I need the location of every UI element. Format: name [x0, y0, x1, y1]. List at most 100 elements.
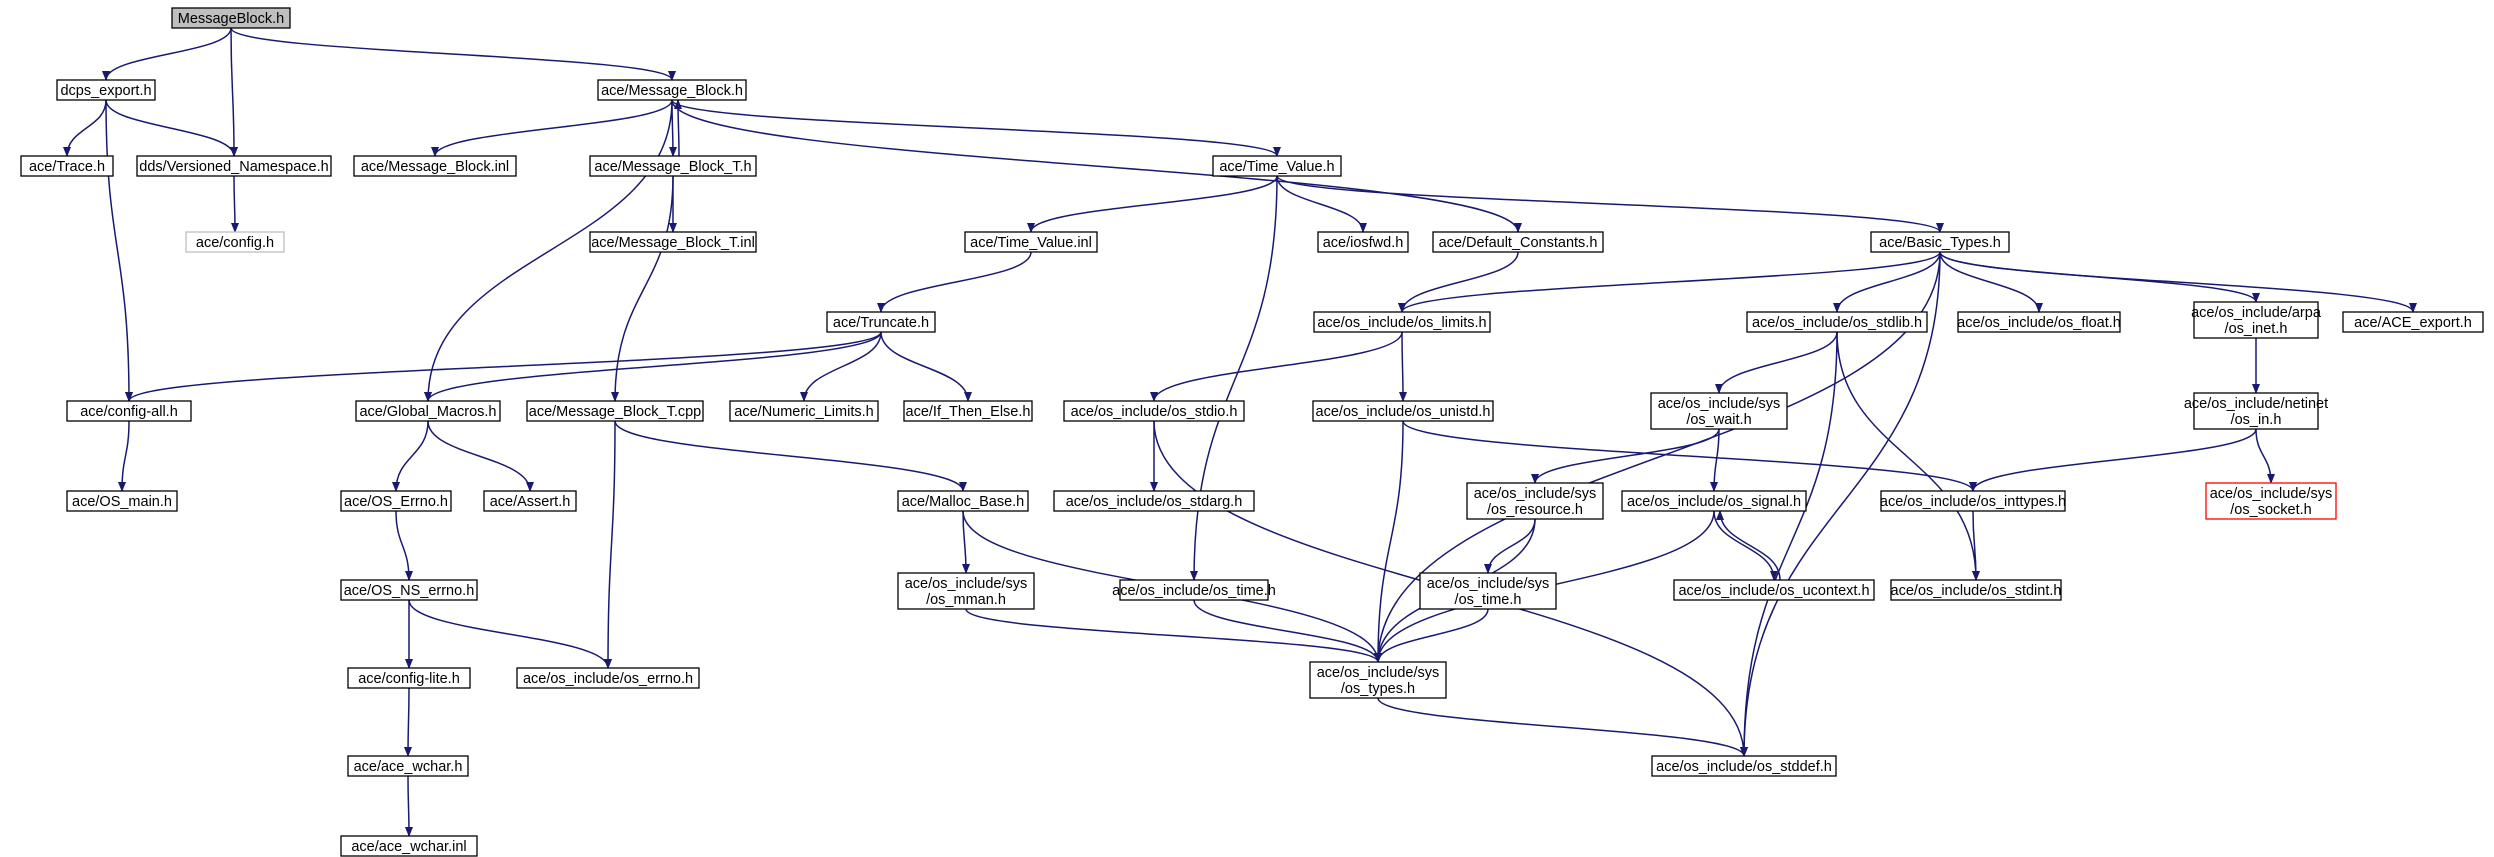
node-ace-trace-h[interactable]: ace/Trace.h: [20, 155, 114, 177]
node-ace-ace-wchar-h[interactable]: ace/ace_wchar.h: [347, 755, 469, 777]
edge-ace-global-macros-h-to-ace-assert-h: [427, 420, 534, 492]
node-label: dds/Versioned_Namespace.h: [139, 159, 328, 175]
node-label: ace/iosfwd.h: [1323, 235, 1404, 251]
node-ace-message-block-t-inl[interactable]: ace/Message_Block_T.inl: [589, 231, 757, 253]
node-ace-os-include-os-stddef-h[interactable]: ace/os_include/os_stddef.h: [1651, 755, 1837, 777]
node-label: /os_resource.h: [1487, 502, 1583, 518]
node-ace-numeric-limits-h[interactable]: ace/Numeric_Limits.h: [729, 400, 879, 422]
node-ace-message-block-inl[interactable]: ace/Message_Block.inl: [353, 155, 517, 177]
node-box: [589, 155, 757, 177]
node-box: [2205, 482, 2337, 520]
node-box: [340, 490, 452, 512]
node-box: [340, 579, 478, 601]
node-box: [136, 155, 332, 177]
node-ace-os-main-h[interactable]: ace/OS_main.h: [66, 490, 178, 512]
edge-ace-os-include-sys-os-wait-h-to-ace-os-include-sys-os-resource-h: [1531, 428, 1720, 484]
node-box: [355, 400, 501, 422]
node-ace-os-include-os-unistd-h[interactable]: ace/os_include/os_unistd.h: [1312, 400, 1494, 422]
node-ace-os-include-sys-os-time-h[interactable]: ace/os_include/sys/os_time.h: [1419, 572, 1557, 610]
node-ace-os-errno-h[interactable]: ace/OS_Errno.h: [340, 490, 452, 512]
node-ace-os-include-arpa-os-inet-h[interactable]: ace/os_include/arpa/os_inet.h: [2191, 301, 2322, 339]
node-label: ace/ace_wchar.inl: [351, 839, 466, 855]
node-ace-ace-export-h[interactable]: ace/ACE_export.h: [2342, 311, 2484, 333]
node-label: ace/Time_Value.h: [1219, 159, 1334, 175]
node-ace-os-include-os-stdarg-h[interactable]: ace/os_include/os_stdarg.h: [1053, 490, 1255, 512]
node-box: [347, 667, 471, 689]
node-box: [66, 490, 178, 512]
edge-ace-basic-types-h-to-ace-os-include-os-stddef-h: [1740, 251, 1941, 757]
edge-ace-time-value-h-to-ace-iosfwd-h: [1276, 175, 1367, 233]
edge-ace-os-include-os-inttypes-h-to-ace-os-include-os-stdint-h: [1971, 510, 1980, 581]
edge-ace-message-block-t-cpp-to-ace-os-include-os-errno-h: [604, 420, 616, 669]
node-label: ace/ace_wchar.h: [354, 759, 463, 775]
node-ace-message-block-t-cpp[interactable]: ace/Message_Block_T.cpp: [526, 400, 704, 422]
node-ace-os-include-sys-os-resource-h[interactable]: ace/os_include/sys/os_resource.h: [1466, 482, 1604, 520]
node-label: ace/Assert.h: [490, 494, 571, 510]
node-box: [1419, 572, 1557, 610]
node-ace-time-value-inl[interactable]: ace/Time_Value.inl: [964, 231, 1098, 253]
node-box: [171, 7, 291, 29]
node-ace-os-include-sys-os-mman-h[interactable]: ace/os_include/sys/os_mman.h: [897, 572, 1035, 610]
node-ace-os-include-os-stdint-h[interactable]: ace/os_include/os_stdint.h: [1890, 579, 2062, 601]
edge-ace-time-value-h-to-ace-basic-types-h: [1276, 175, 1944, 233]
node-label: ace/os_include/os_stdlib.h: [1752, 315, 1922, 331]
node-ace-os-include-netinet-os-in-h[interactable]: ace/os_include/netinet/os_in.h: [2184, 392, 2328, 430]
node-ace-os-ns-errno-h[interactable]: ace/OS_NS_errno.h: [340, 579, 478, 601]
edge-ace-global-macros-h-to-ace-os-errno-h: [392, 420, 429, 492]
node-ace-os-include-sys-os-socket-h[interactable]: ace/os_include/sys/os_socket.h: [2205, 482, 2337, 520]
node-ace-os-include-os-stdio-h[interactable]: ace/os_include/os_stdio.h: [1063, 400, 1245, 422]
node-ace-os-include-os-time-h[interactable]: ace/os_include/os_time.h: [1112, 579, 1276, 601]
node-label: ace/Global_Macros.h: [359, 404, 496, 420]
node-ace-iosfwd-h[interactable]: ace/iosfwd.h: [1317, 231, 1409, 253]
node-label: ace/Message_Block.h: [601, 83, 743, 99]
node-ace-os-include-os-signal-h[interactable]: ace/os_include/os_signal.h: [1621, 490, 1807, 512]
node-ace-time-value-h[interactable]: ace/Time_Value.h: [1212, 155, 1342, 177]
node-ace-malloc-base-h[interactable]: ace/Malloc_Base.h: [897, 490, 1029, 512]
node-ace-truncate-h[interactable]: ace/Truncate.h: [826, 311, 936, 333]
node-label: ace/OS_main.h: [72, 494, 172, 510]
node-dcps-export-h[interactable]: dcps_export.h: [56, 79, 156, 101]
node-ace-config-lite-h[interactable]: ace/config-lite.h: [347, 667, 471, 689]
node-label: ace/Message_Block.inl: [361, 159, 509, 175]
node-ace-config-h[interactable]: ace/config.h: [185, 231, 285, 253]
node-ace-if-then-else-h[interactable]: ace/If_Then_Else.h: [903, 400, 1033, 422]
node-box: [340, 835, 478, 857]
node-ace-message-block-h[interactable]: ace/Message_Block.h: [597, 79, 747, 101]
node-ace-default-constants-h[interactable]: ace/Default_Constants.h: [1432, 231, 1604, 253]
edge-ace-config-lite-h-to-ace-ace-wchar-h: [404, 687, 413, 757]
node-ace-ace-wchar-inl[interactable]: ace/ace_wchar.inl: [340, 835, 478, 857]
node-messageblock-h[interactable]: MessageBlock.h: [171, 7, 291, 29]
node-ace-os-include-os-stdlib-h[interactable]: ace/os_include/os_stdlib.h: [1746, 311, 1928, 333]
node-ace-os-include-os-errno-h[interactable]: ace/os_include/os_errno.h: [516, 667, 700, 689]
node-box: [826, 311, 936, 333]
node-label: ace/config.h: [196, 235, 274, 251]
node-ace-os-include-os-limits-h[interactable]: ace/os_include/os_limits.h: [1313, 311, 1491, 333]
node-box: [1673, 579, 1875, 601]
edge-ace-os-include-os-stdlib-h-to-ace-os-include-os-stdint-h: [1836, 331, 1980, 581]
edge-ace-os-include-os-unistd-h-to-ace-os-include-os-inttypes-h: [1402, 420, 1977, 492]
edge-ace-os-include-sys-os-resource-h-to-ace-os-include-sys-os-time-h: [1484, 518, 1536, 574]
edge-ace-message-block-h-to-ace-time-value-h: [671, 99, 1281, 157]
node-box: [1466, 482, 1604, 520]
node-ace-os-include-os-float-h[interactable]: ace/os_include/os_float.h: [1957, 311, 2121, 333]
node-ace-assert-h[interactable]: ace/Assert.h: [483, 490, 577, 512]
node-ace-message-block-t-h[interactable]: ace/Message_Block_T.h: [589, 155, 757, 177]
node-box: [1957, 311, 2121, 333]
node-label: ace/os_include/os_stddef.h: [1656, 759, 1832, 775]
edge-ace-os-include-netinet-os-in-h-to-ace-os-include-os-inttypes-h: [1969, 428, 2257, 492]
node-box: [964, 231, 1098, 253]
node-ace-basic-types-h[interactable]: ace/Basic_Types.h: [1870, 231, 2010, 253]
node-ace-os-include-os-inttypes-h[interactable]: ace/os_include/os_inttypes.h: [1880, 490, 2066, 512]
node-ace-config-all-h[interactable]: ace/config-all.h: [66, 400, 192, 422]
edge-ace-os-include-os-limits-h-to-ace-os-include-os-stdio-h: [1150, 331, 1403, 402]
node-box: [1053, 490, 1255, 512]
node-ace-os-include-sys-os-wait-h[interactable]: ace/os_include/sys/os_wait.h: [1650, 392, 1788, 430]
node-ace-global-macros-h[interactable]: ace/Global_Macros.h: [355, 400, 501, 422]
node-ace-os-include-os-ucontext-h[interactable]: ace/os_include/os_ucontext.h: [1673, 579, 1875, 601]
edge-ace-message-block-h-to-ace-global-macros-h: [424, 99, 673, 402]
node-label: ace/os_include/os_ucontext.h: [1678, 583, 1869, 599]
edge-ace-truncate-h-to-ace-numeric-limits-h: [800, 331, 882, 402]
node-ace-os-include-sys-os-types-h[interactable]: ace/os_include/sys/os_types.h: [1309, 661, 1447, 699]
node-dds-versioned-namespace-h[interactable]: dds/Versioned_Namespace.h: [136, 155, 332, 177]
